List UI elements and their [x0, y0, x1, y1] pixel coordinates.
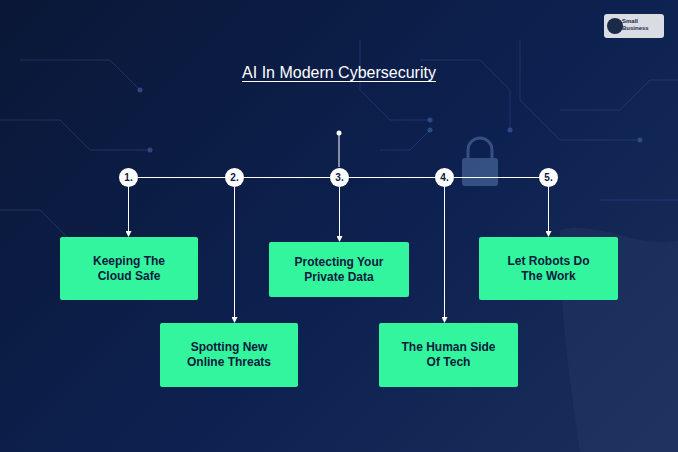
step-number: 3. [335, 172, 343, 183]
step-box: The Human Side Of Tech [379, 323, 518, 387]
step-box: Keeping The Cloud Safe [60, 237, 198, 300]
connector-line [349, 177, 435, 178]
text-group: The Human Side Of Tech [401, 340, 496, 370]
connector-line [138, 177, 225, 178]
step-number: 2. [230, 172, 238, 183]
step-number-circle: 4. [435, 168, 454, 187]
arrow-connector [444, 187, 445, 322]
text-group: 2. [230, 172, 238, 183]
arrow-connector [234, 187, 235, 322]
connector-line [244, 177, 330, 178]
text-group: 5. [544, 172, 552, 183]
text-group: 3. [335, 172, 343, 183]
stem-dot [337, 131, 342, 136]
top-stem-line [339, 133, 340, 167]
logo-text: Small Business [622, 18, 662, 32]
step-number-circle: 2. [225, 168, 244, 187]
diagram-title: AI In Modern Cybersecurity [0, 64, 678, 82]
step-label: Keeping The Cloud Safe [88, 254, 170, 284]
step-label: Protecting Your Private Data [289, 255, 389, 285]
text-group: Spotting New Online Threats [182, 340, 277, 370]
text-group: 1. [124, 172, 132, 183]
step-number-circle: 1. [119, 168, 138, 187]
step-label: Spotting New Online Threats [182, 340, 277, 370]
text-group: 4. [440, 172, 448, 183]
arrow-connector [128, 187, 129, 236]
logo-badge [604, 14, 664, 38]
step-number: 5. [544, 172, 552, 183]
text-group: Keeping The Cloud Safe [88, 254, 170, 284]
circuit-dots [68, 88, 643, 243]
step-number: 1. [124, 172, 132, 183]
connector-line [454, 177, 539, 178]
padlock-icon [462, 138, 498, 186]
step-box: Protecting Your Private Data [269, 242, 409, 297]
text-group: Let Robots Do The Work [501, 254, 596, 284]
step-label: Let Robots Do The Work [501, 254, 596, 284]
arrow-connector [339, 187, 340, 241]
step-number-circle: 5. [539, 168, 558, 187]
logo-icon [607, 18, 623, 34]
text-group: Protecting Your Private Data [289, 255, 389, 285]
step-number-circle: 3. [330, 168, 349, 187]
step-label: The Human Side Of Tech [401, 340, 496, 370]
circuit-lines [0, 40, 678, 240]
arrow-connector [548, 187, 549, 236]
step-box: Spotting New Online Threats [160, 323, 298, 387]
step-number: 4. [440, 172, 448, 183]
step-box: Let Robots Do The Work [479, 237, 618, 300]
